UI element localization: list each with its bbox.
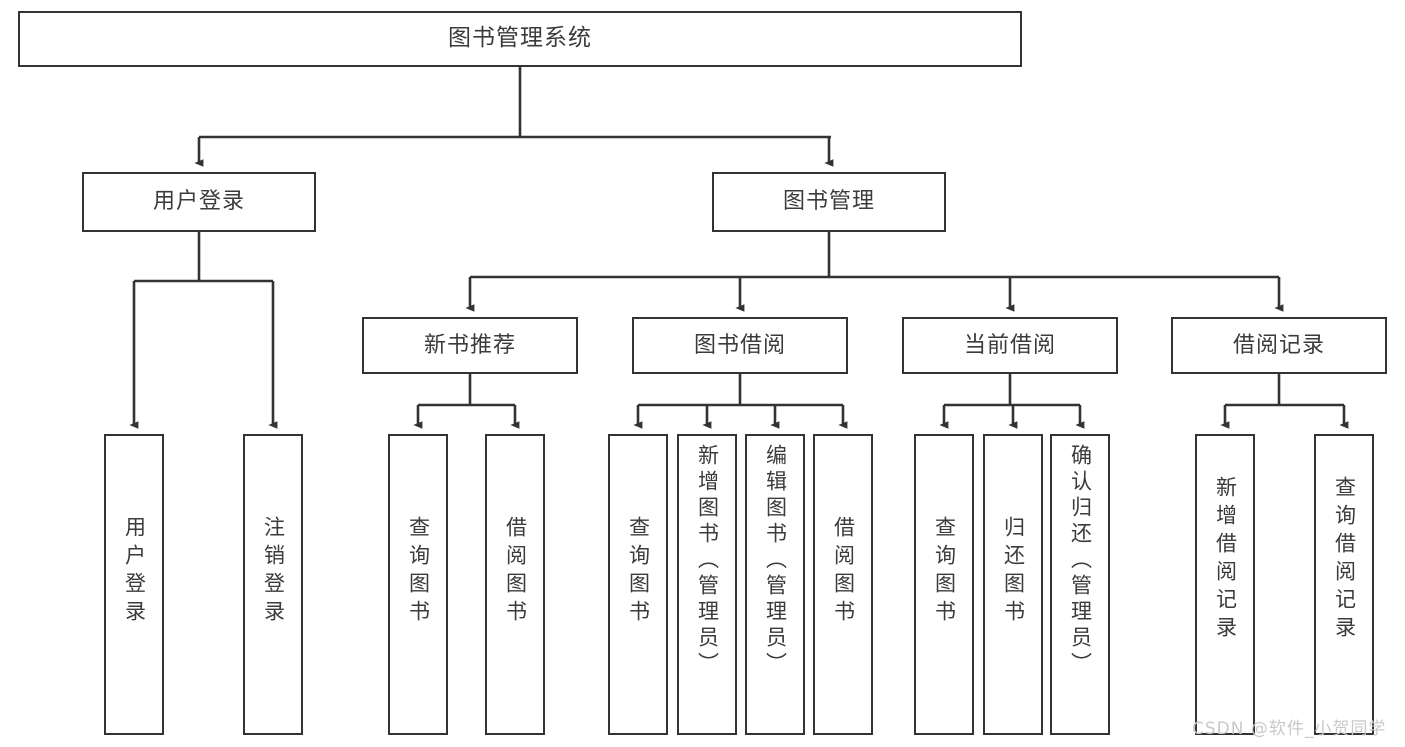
- node-leaf-return-book[interactable]: 归还图书: [983, 434, 1043, 735]
- node-leaf-query-book-3-label: 查询图书: [932, 516, 957, 628]
- node-book-borrow-label: 图书借阅: [693, 332, 786, 358]
- node-book-borrow[interactable]: 图书借阅: [632, 317, 848, 374]
- node-leaf-edit-book[interactable]: 编辑图书（管理员）: [745, 434, 805, 735]
- node-current-borrow[interactable]: 当前借阅: [902, 317, 1118, 374]
- node-leaf-add-book[interactable]: 新增图书（管理员）: [677, 434, 737, 735]
- node-leaf-add-record-label: 新增借阅记录: [1213, 476, 1238, 644]
- node-leaf-borrow-book-1[interactable]: 借阅图书: [485, 434, 545, 735]
- node-root-label: 图书管理系统: [448, 25, 592, 52]
- node-leaf-user-login[interactable]: 用户登录: [104, 434, 164, 735]
- node-leaf-edit-book-label: 编辑图书（管理员）: [763, 444, 788, 678]
- node-leaf-logout-label: 注销登录: [261, 516, 286, 628]
- node-leaf-logout[interactable]: 注销登录: [243, 434, 303, 735]
- node-new-book-recommend[interactable]: 新书推荐: [362, 317, 578, 374]
- watermark: CSDN @软件_小贺同学: [1192, 719, 1387, 739]
- node-leaf-confirm-return-label: 确认归还（管理员）: [1068, 444, 1093, 678]
- node-new-book-recommend-label: 新书推荐: [423, 332, 516, 358]
- node-book-manage-label: 图书管理: [782, 189, 875, 215]
- node-borrow-record[interactable]: 借阅记录: [1171, 317, 1387, 374]
- node-leaf-confirm-return[interactable]: 确认归还（管理员）: [1050, 434, 1110, 735]
- node-leaf-borrow-book-2[interactable]: 借阅图书: [813, 434, 873, 735]
- node-user-login-label: 用户登录: [152, 189, 245, 215]
- node-leaf-query-record-label: 查询借阅记录: [1332, 476, 1357, 644]
- node-root[interactable]: 图书管理系统: [18, 11, 1022, 67]
- node-current-borrow-label: 当前借阅: [963, 332, 1056, 358]
- node-leaf-query-book-1-label: 查询图书: [406, 516, 431, 628]
- node-leaf-query-book-2[interactable]: 查询图书: [608, 434, 668, 735]
- node-leaf-add-record[interactable]: 新增借阅记录: [1195, 434, 1255, 735]
- node-user-login[interactable]: 用户登录: [82, 172, 316, 232]
- node-leaf-user-login-label: 用户登录: [122, 516, 147, 628]
- node-leaf-query-book-1[interactable]: 查询图书: [388, 434, 448, 735]
- node-leaf-query-book-3[interactable]: 查询图书: [914, 434, 974, 735]
- node-book-manage[interactable]: 图书管理: [712, 172, 946, 232]
- node-leaf-return-book-label: 归还图书: [1001, 516, 1026, 628]
- node-borrow-record-label: 借阅记录: [1232, 332, 1325, 358]
- node-leaf-borrow-book-1-label: 借阅图书: [503, 516, 528, 628]
- node-leaf-query-record[interactable]: 查询借阅记录: [1314, 434, 1374, 735]
- node-leaf-query-book-2-label: 查询图书: [626, 516, 651, 628]
- node-leaf-borrow-book-2-label: 借阅图书: [831, 516, 856, 628]
- node-leaf-add-book-label: 新增图书（管理员）: [695, 444, 720, 678]
